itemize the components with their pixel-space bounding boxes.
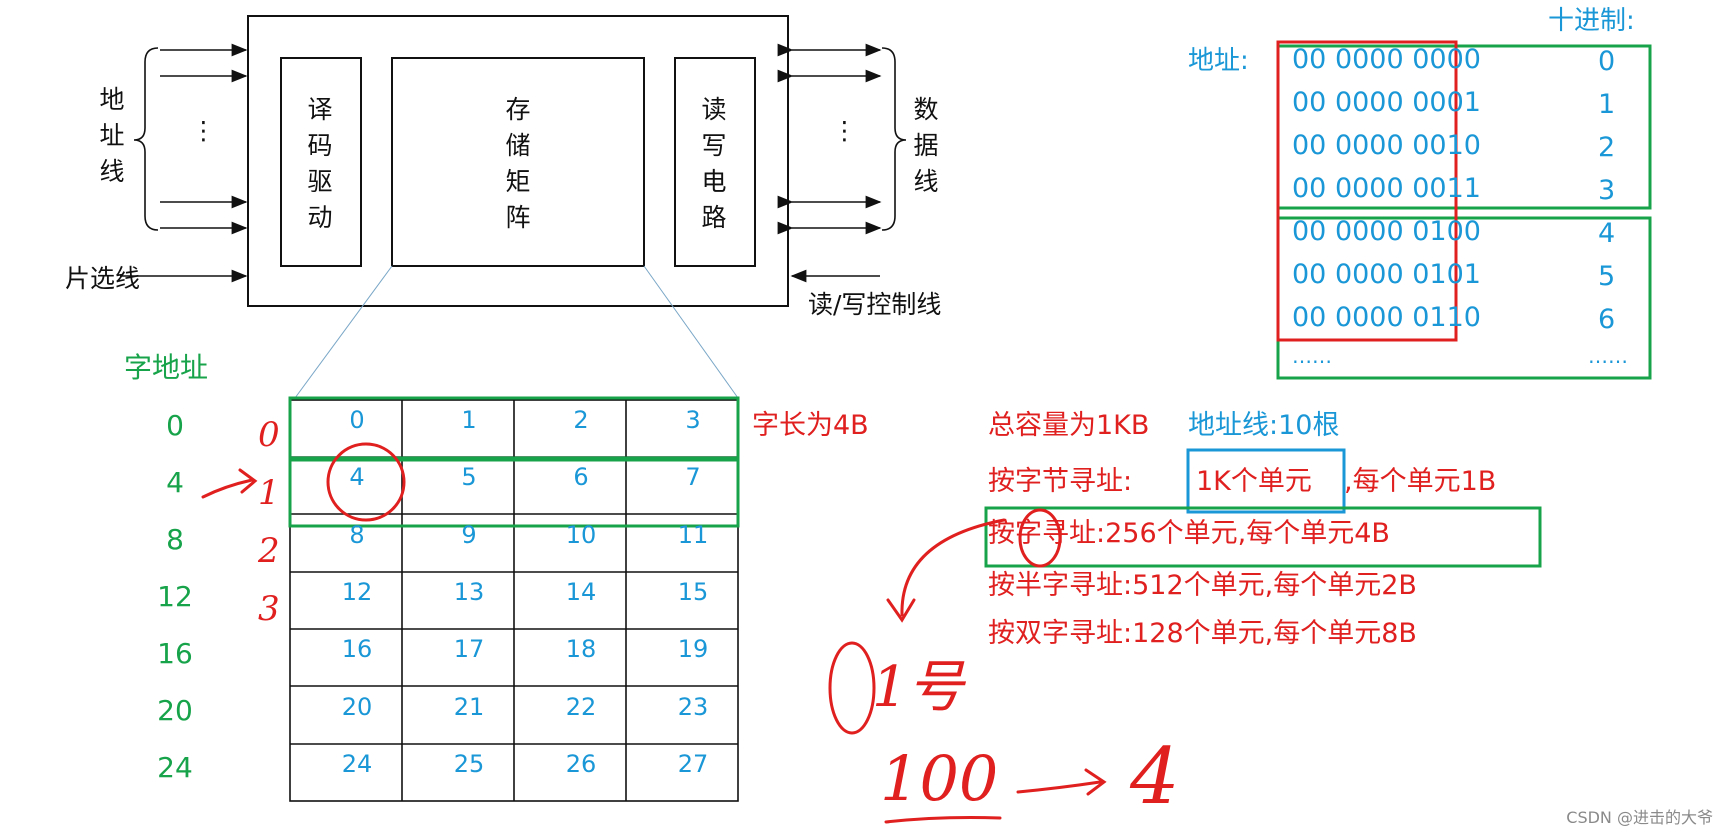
address-decimal: 3 [1598, 175, 1616, 206]
grid-cell: 26 [565, 749, 597, 778]
word-address: 16 [157, 637, 193, 670]
address-binary: 00 0000 0100 [1292, 216, 1481, 247]
address-decimal: 6 [1598, 304, 1616, 335]
word-row-0-highlight [288, 396, 740, 460]
grid-cell: 16 [341, 635, 373, 664]
grid-cell: 9 [461, 520, 477, 549]
handwritten-100: 100 [880, 742, 999, 815]
storage-matrix-box [391, 57, 645, 267]
grid-cell: 23 [677, 692, 709, 721]
data-lines-label: 数据线 [913, 95, 939, 196]
word-address: 4 [166, 466, 184, 499]
grid-cell: 15 [677, 577, 709, 606]
chip-outline [247, 15, 789, 307]
chip-select-label: 片选线 [65, 264, 141, 293]
word-address: 24 [157, 751, 193, 784]
grid-cell: 5 [461, 463, 477, 492]
grid-cell: 8 [349, 520, 365, 549]
halfword-addr-note: 按半字寻址:512个单元,每个单元2B [988, 570, 1417, 601]
watermark: CSDN @进击的大爷 [1566, 808, 1713, 827]
handwritten-circled-1: 1号 [872, 655, 964, 720]
dec-ellipsis: …… [1588, 344, 1628, 368]
data-dots: ⋮ [832, 116, 857, 145]
grid-cell: 22 [565, 692, 597, 721]
address-lines-count: 地址线:10根 [1188, 410, 1340, 441]
word-address: 20 [157, 694, 193, 727]
word-addr-label: 字地址 [124, 351, 209, 384]
word-row-1-highlight [288, 458, 740, 528]
address-decimal: 0 [1598, 46, 1616, 77]
address-dots: ⋮ [191, 116, 216, 145]
address-decimal: 5 [1598, 261, 1616, 292]
handwritten-4: 4 [1130, 732, 1180, 822]
word-addr-note: 按字寻址:256个单元,每个单元4B [988, 518, 1390, 549]
word-length-label: 字长为4B [752, 410, 869, 441]
handwritten-index: 1 [258, 473, 280, 513]
zoom-line-right [643, 265, 739, 399]
grid-cell: 24 [341, 749, 373, 778]
address-line-arrows [120, 43, 248, 283]
word-address: 0 [166, 409, 184, 442]
address-binary: 00 0000 0001 [1292, 87, 1481, 118]
grid-cell: 12 [341, 577, 373, 606]
decoder-box [280, 57, 362, 267]
grid-cell: 2 [573, 406, 589, 434]
grid-cell: 18 [565, 635, 597, 664]
grid-cell: 0 [349, 406, 365, 434]
addr-high-bits-box [1276, 40, 1458, 342]
grid-cell: 7 [685, 463, 701, 492]
doubleword-addr-note: 按双字寻址:128个单元,每个单元8B [988, 618, 1417, 649]
grid-cell: 13 [453, 577, 485, 606]
handwritten-index: 0 [258, 415, 280, 455]
handwritten-marks [201, 442, 1107, 824]
address-binary: 00 0000 0000 [1292, 44, 1481, 75]
grid-cell: 25 [453, 749, 485, 778]
grid-cell: 11 [677, 520, 709, 549]
grid-cell: 19 [677, 635, 709, 664]
addr-label: 地址: [1188, 46, 1249, 76]
grid-cell: 1 [461, 406, 477, 434]
grid-cell: 10 [565, 520, 597, 549]
grid-cell: 14 [565, 577, 597, 606]
word-address: 8 [166, 523, 184, 556]
decimal-label: 十进制: [1548, 6, 1635, 36]
grid-cell: 21 [453, 692, 485, 721]
address-lines-label: 地址线 [99, 85, 125, 186]
grid-cell: 6 [573, 463, 589, 492]
zoom-line-left [294, 265, 393, 399]
rw-circuit-box [674, 57, 756, 267]
grid-cell: 4 [349, 463, 365, 492]
total-capacity: 总容量为1KB [988, 410, 1150, 441]
grid-cell: 20 [341, 692, 373, 721]
handwritten-index: 2 [258, 531, 280, 571]
storage-matrix-label: 存储矩阵 [505, 95, 531, 232]
byte-units-box [1186, 448, 1346, 514]
grid-cell: 3 [685, 406, 701, 434]
address-decimal: 1 [1598, 89, 1616, 120]
address-binary: 00 0000 0010 [1292, 130, 1481, 161]
address-decimal: 2 [1598, 132, 1616, 163]
word-addr-box [984, 506, 1542, 568]
byte-addr-suffix: ,每个单元1B [1344, 466, 1497, 497]
rw-circuit-label: 读写电路 [701, 95, 727, 232]
data-line-arrows [777, 43, 882, 283]
byte-addr-units: 1K个单元 [1196, 466, 1312, 497]
addr-ellipsis: …… [1292, 344, 1332, 368]
data-brace [881, 47, 907, 231]
byte-addr-prefix: 按字节寻址: [988, 466, 1133, 497]
word-address: 12 [157, 580, 193, 613]
address-brace [133, 47, 159, 231]
address-decimal: 4 [1598, 218, 1616, 249]
grid-cell: 17 [453, 635, 485, 664]
decoder-label: 译码驱动 [307, 95, 333, 232]
address-binary: 00 0000 0011 [1292, 173, 1481, 204]
address-binary: 00 0000 0101 [1292, 259, 1481, 290]
handwritten-index: 3 [258, 589, 280, 629]
grid-cell: 27 [677, 749, 709, 778]
rw-control-label: 读/写控制线 [808, 290, 942, 319]
address-binary: 00 0000 0110 [1292, 302, 1481, 333]
